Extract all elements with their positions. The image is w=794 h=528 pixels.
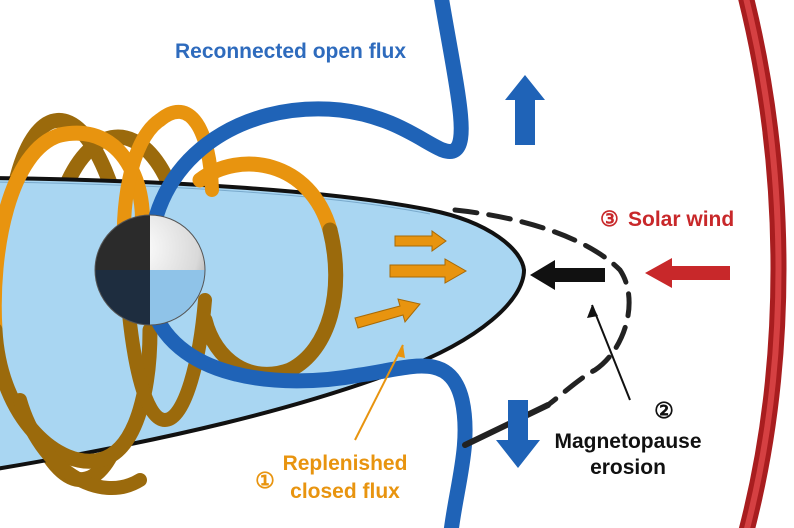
reconnected-open-flux-label: Reconnected open flux	[175, 40, 406, 63]
downward-flow-arrow	[496, 400, 540, 468]
plasma-sheet	[0, 176, 527, 471]
replenished-label-line1: Replenished	[283, 452, 408, 475]
solar-wind-arrow	[645, 258, 730, 288]
erosion-label-line1: Magnetopause	[554, 430, 701, 453]
erosion-pointer-line	[591, 304, 631, 401]
closed-flux-flow-arrows	[354, 230, 468, 329]
solar-wind-label: Solar wind	[628, 208, 734, 231]
solar-wind-number: ③	[600, 208, 619, 231]
magnetopause-boundary	[452, 207, 632, 408]
upward-flow-arrow	[505, 75, 545, 145]
earth	[94, 214, 206, 326]
erosion-label-line2: erosion	[590, 456, 666, 479]
replenished-label-line2: closed flux	[290, 480, 400, 503]
replenished-pointer-line	[354, 344, 404, 441]
replenished-number: ①	[255, 468, 275, 493]
erosion-arrow	[530, 260, 605, 290]
reconnected-open-flux-lines	[142, 0, 473, 528]
erosion-number: ②	[654, 398, 674, 423]
